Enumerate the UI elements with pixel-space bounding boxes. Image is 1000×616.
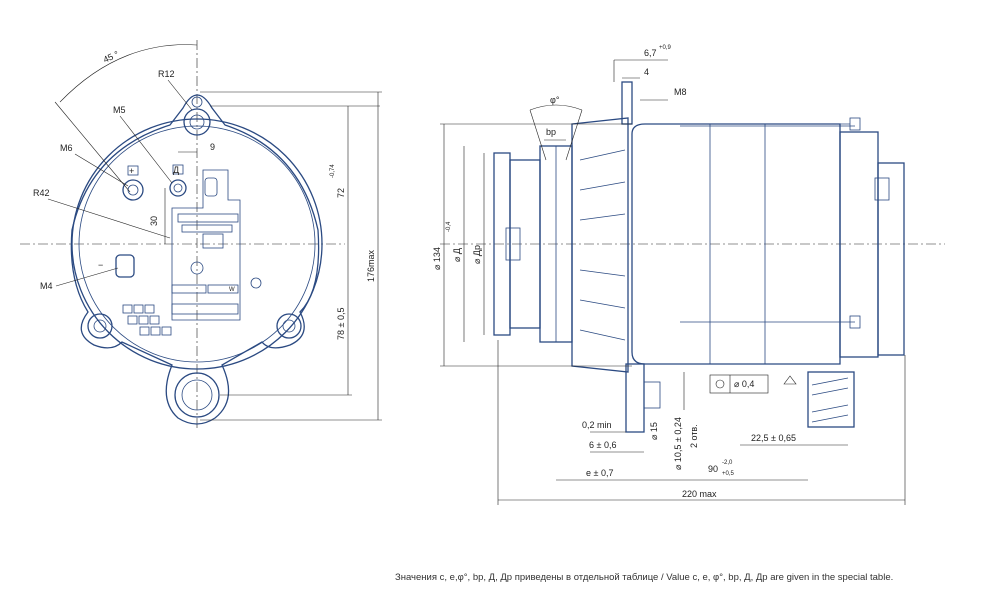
dim-0-2-label: 0,2 min xyxy=(582,420,612,430)
m5-terminal xyxy=(169,179,187,197)
m6-label: M6 xyxy=(60,143,73,153)
dim-30-label: 30 xyxy=(149,216,159,226)
dim-4-label: 4 xyxy=(644,67,649,77)
dim-72-tolerance: -0,74 xyxy=(330,164,336,178)
flatness-label: ⌀ 0,4 xyxy=(734,379,754,389)
dim-90-tolerance-bottom: +0,5 xyxy=(722,471,735,477)
w-terminal-label: W xyxy=(229,287,235,293)
m6-terminal xyxy=(122,179,144,201)
d134-tolerance: -0,4 xyxy=(446,221,452,232)
angle-arc xyxy=(59,44,198,103)
plus-sign: + xyxy=(129,166,134,176)
left-lug xyxy=(87,313,113,339)
d-dp-label: ⌀ Др xyxy=(472,245,482,264)
d15-label: ⌀ 15 xyxy=(649,422,659,440)
d10-5-label: ⌀ 10,5 ± 0,24 xyxy=(673,417,683,470)
dim-78-label: 78 ± 0,5 xyxy=(336,308,346,340)
holes-label: 2 отв. xyxy=(689,424,699,448)
m4-label: M4 xyxy=(40,281,53,291)
m8-label: M8 xyxy=(674,87,687,97)
dim-e-label: e ± 0,7 xyxy=(586,468,613,478)
front-view: 45 ° R12 M5 M6 R42 M4 + − Д W 9 30 72 -0… xyxy=(20,40,382,430)
dim-90-tolerance-top: -2,0 xyxy=(722,460,733,466)
dim-90-label: 90 xyxy=(708,464,718,474)
dim-9-label: 9 xyxy=(210,142,215,152)
dim-22-5-label: 22,5 ± 0,65 xyxy=(751,433,796,443)
m5-label: M5 xyxy=(113,105,126,115)
drawing-caption: Значения с, e,φ°, bp, Д, Др приведены в … xyxy=(395,572,894,583)
rear-cover xyxy=(839,131,879,358)
top-lug xyxy=(183,108,211,136)
fan xyxy=(571,117,629,373)
dim-72-label: 72 xyxy=(336,188,346,198)
flatness-box xyxy=(709,374,769,394)
mount-foot xyxy=(625,363,645,433)
bp-label: bp xyxy=(546,127,556,137)
bottom-lug xyxy=(174,372,220,418)
minus-sign: − xyxy=(98,260,103,270)
dim-220-label: 220 max xyxy=(682,489,717,499)
connector-grid xyxy=(122,304,172,336)
regulator-plate xyxy=(171,169,241,321)
d-terminal-label: Д xyxy=(173,165,179,175)
dim-6-label: 6 ± 0,6 xyxy=(589,440,616,450)
bolt-head xyxy=(874,177,890,201)
front-housing-outline xyxy=(70,94,320,425)
dim-176-label: 176max xyxy=(366,249,376,282)
r12-label: R12 xyxy=(158,69,175,79)
housing-circle-outer xyxy=(71,118,323,370)
side-housing xyxy=(631,123,841,365)
r42-label: R42 xyxy=(33,188,50,198)
right-lug xyxy=(276,313,302,339)
rear-mount xyxy=(807,371,855,428)
d134-label: ⌀ 134 xyxy=(432,247,442,270)
angle-45-label: 45 ° xyxy=(102,49,121,65)
housing-circle-inner xyxy=(78,125,316,363)
phi-label: φ° xyxy=(550,95,560,105)
dim-6-7-tolerance: +0,9 xyxy=(659,45,672,51)
side-view: 6,7 +0,9 4 M8 φ° bp ⌀ 134 -0,4 ⌀ Д ⌀ Др … xyxy=(432,45,945,505)
dim-6-7-label: 6,7 xyxy=(644,48,657,58)
d-d-label: ⌀ Д xyxy=(452,248,462,262)
m4-terminal xyxy=(115,254,135,278)
